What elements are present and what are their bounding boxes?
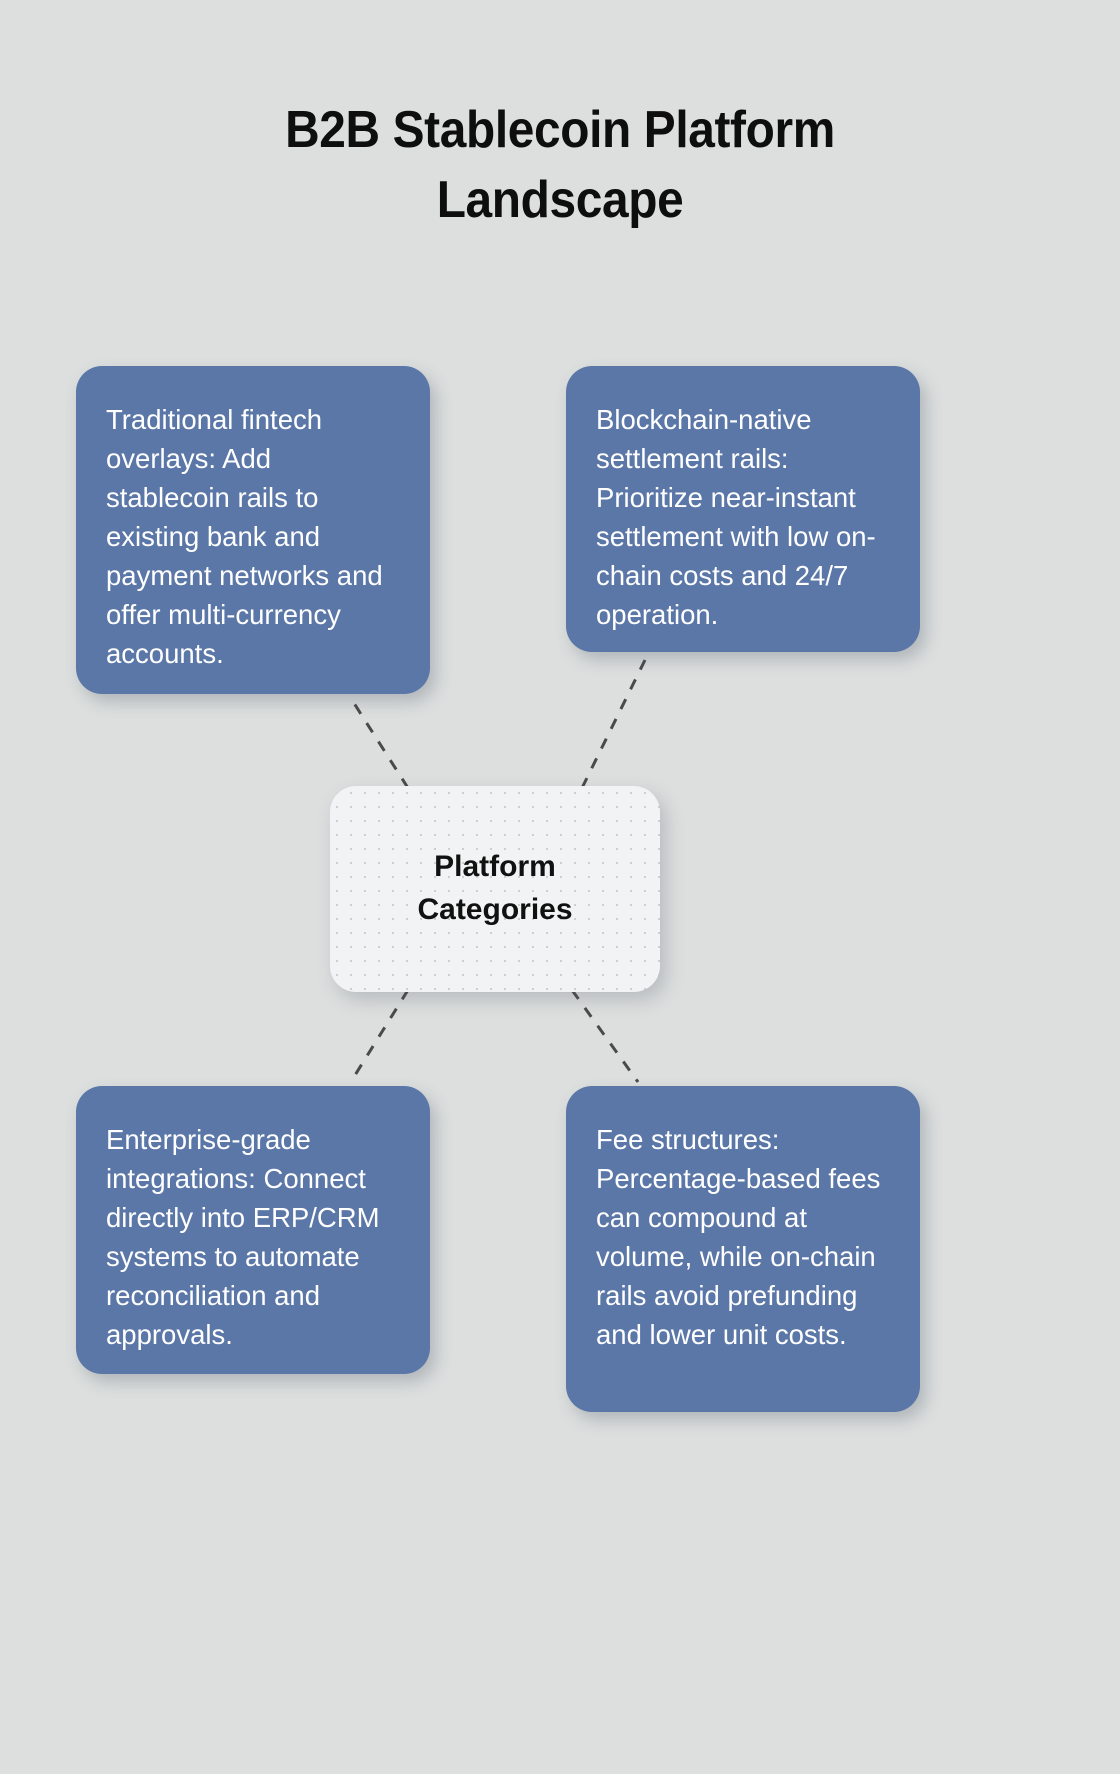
connector-center-to-bottom-right: [570, 989, 640, 1083]
leaf-node-enterprise-grade-integrations[interactable]: Enterprise-grade integrations: Connect d…: [76, 1086, 430, 1374]
leaf-node-label: Enterprise-grade integrations: Connect d…: [106, 1124, 380, 1351]
connector-center-to-top-left: [350, 699, 410, 789]
leaf-node-label: Traditional fintech overlays: Add stable…: [106, 404, 383, 670]
connector-center-to-bottom-left: [350, 989, 410, 1081]
center-node-label: Platform Categories: [417, 850, 573, 926]
leaf-node-label: Fee structures: Percentage-based fees ca…: [596, 1124, 881, 1351]
leaf-node-blockchain-native-settlement-rails[interactable]: Blockchain-native settlement rails: Prio…: [566, 366, 920, 652]
page-title: B2B Stablecoin Platform Landscape: [285, 101, 835, 230]
leaf-node-label: Blockchain-native settlement rails: Prio…: [596, 404, 876, 631]
leaf-node-traditional-fintech-overlays[interactable]: Traditional fintech overlays: Add stable…: [76, 366, 430, 694]
connector-center-to-top-right: [580, 659, 647, 789]
center-node-platform-categories[interactable]: Platform Categories: [330, 786, 660, 992]
leaf-node-fee-structures[interactable]: Fee structures: Percentage-based fees ca…: [566, 1086, 920, 1412]
